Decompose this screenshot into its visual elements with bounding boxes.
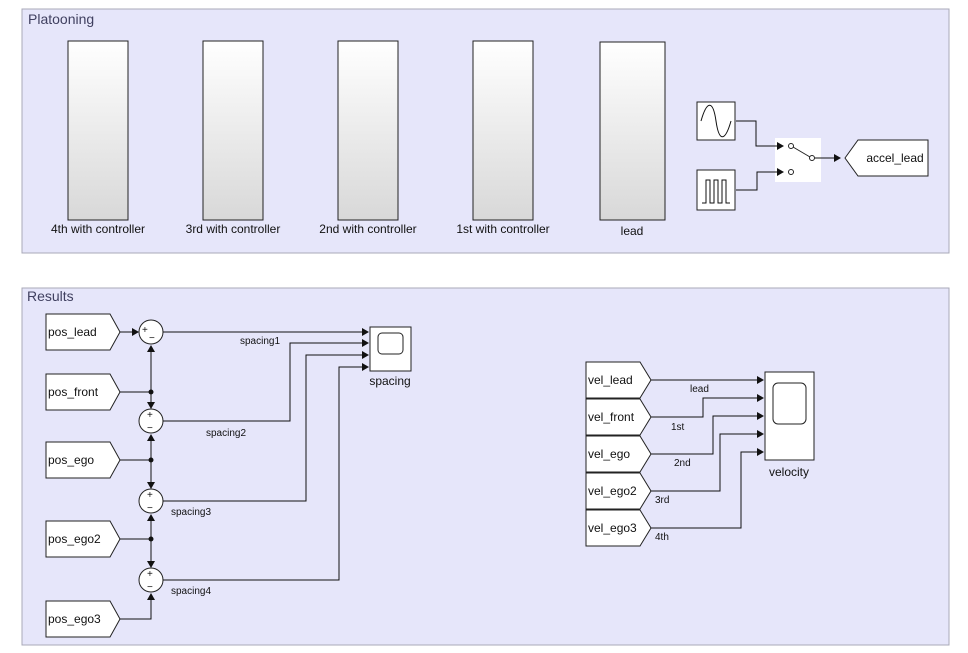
from-vel-ego2[interactable] [585, 472, 652, 510]
results-area-title: Results [27, 288, 74, 304]
from-vel-ego[interactable] [585, 435, 652, 473]
from-pos-front-label: pos_front [48, 385, 99, 399]
sum-block-2[interactable]: + − [138, 408, 164, 434]
signal-2nd-label: 2nd [674, 458, 691, 469]
scope-screen-icon [772, 382, 807, 425]
from-pos-ego2-label: pos_ego2 [48, 532, 101, 546]
sum-2-minus: − [147, 423, 153, 434]
from-vel-lead[interactable] [585, 361, 652, 399]
velocity-scope-block[interactable] [764, 371, 815, 461]
sum-2-plus: + [147, 410, 153, 421]
platooning-area: Platooning 4th with controller 3rd with … [21, 8, 950, 254]
subsystem-3rd-with-controller[interactable] [202, 40, 264, 221]
sum-1-plus: + [142, 325, 148, 336]
from-vel-ego2-label: vel_ego2 [588, 484, 637, 498]
scope-screen-icon [377, 332, 404, 355]
sum-block-4[interactable]: + − [138, 567, 164, 593]
pulse-generator-block[interactable] [696, 169, 736, 211]
from-vel-ego-label: vel_ego [588, 447, 630, 461]
signal-spacing3-label: spacing3 [171, 507, 211, 518]
from-pos-ego[interactable] [45, 441, 121, 479]
from-vel-ego3-label: vel_ego3 [588, 521, 637, 535]
subsystem-4th-label: 4th with controller [51, 222, 145, 236]
from-pos-ego-label: pos_ego [48, 453, 94, 467]
signal-spacing2-label: spacing2 [206, 428, 246, 439]
spacing-scope-label: spacing [369, 374, 410, 388]
from-vel-front[interactable] [585, 398, 652, 436]
subsystem-lead-label: lead [621, 224, 644, 238]
from-vel-ego3[interactable] [585, 509, 652, 547]
from-pos-front[interactable] [45, 373, 121, 411]
spacing-scope-block[interactable] [369, 326, 412, 372]
subsystem-2nd-with-controller[interactable] [337, 40, 399, 221]
sum-3-minus: − [147, 503, 153, 514]
from-pos-lead[interactable] [45, 313, 121, 351]
subsystem-lead[interactable] [599, 41, 666, 221]
subsystem-1st-label: 1st with controller [456, 222, 549, 236]
sum-3-plus: + [147, 490, 153, 501]
platooning-area-title: Platooning [28, 11, 94, 27]
signal-3rd-label: 3rd [655, 495, 669, 506]
sum-1-minus: − [149, 333, 155, 344]
signal-lead-label: lead [690, 384, 709, 395]
signal-1st-label: 1st [671, 422, 685, 433]
sum-4-plus: + [147, 569, 153, 580]
sum-4-minus: − [147, 582, 153, 593]
signal-spacing1-label: spacing1 [240, 336, 280, 347]
manual-switch-icon [788, 143, 815, 175]
from-pos-lead-label: pos_lead [48, 325, 97, 339]
subsystem-2nd-label: 2nd with controller [319, 222, 416, 236]
from-pos-ego2[interactable] [45, 520, 121, 558]
sine-wave-icon [700, 104, 732, 138]
sine-wave-block[interactable] [696, 101, 736, 141]
subsystem-4th-with-controller[interactable] [67, 40, 129, 221]
from-vel-lead-label: vel_lead [588, 373, 633, 387]
from-pos-ego3[interactable] [45, 600, 121, 638]
sum-block-3[interactable]: + − [138, 488, 164, 514]
goto-accel-lead[interactable] [844, 139, 929, 177]
results-area: Results pos_lead pos_front pos_ego pos_e… [21, 287, 950, 646]
goto-accel-lead-label: accel_lead [866, 151, 923, 165]
subsystem-1st-with-controller[interactable] [472, 40, 534, 221]
from-pos-ego3-label: pos_ego3 [48, 612, 101, 626]
manual-switch-block[interactable] [775, 138, 821, 182]
signal-4th-label: 4th [655, 532, 669, 543]
from-vel-front-label: vel_front [588, 410, 635, 424]
pulse-train-icon [702, 179, 730, 204]
results-area-box [21, 287, 950, 646]
subsystem-3rd-label: 3rd with controller [186, 222, 281, 236]
sum-block-1[interactable]: + − [138, 319, 164, 345]
velocity-scope-label: velocity [769, 465, 809, 479]
signal-spacing4-label: spacing4 [171, 586, 211, 597]
